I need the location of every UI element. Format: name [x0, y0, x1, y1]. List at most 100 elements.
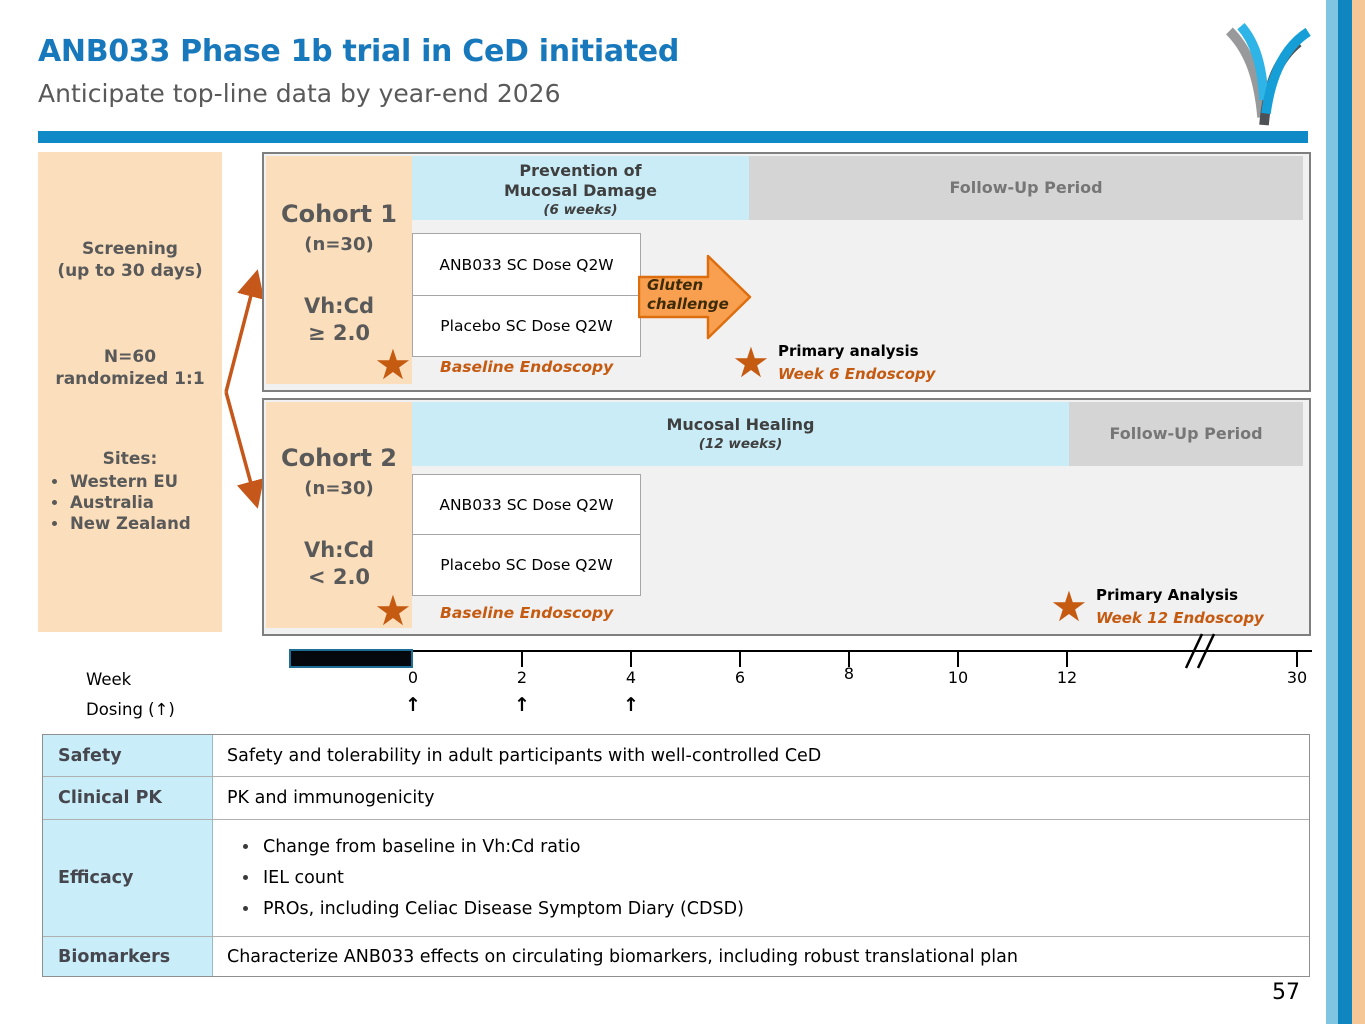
page-subtitle: Anticipate top-line data by year-end 202… — [38, 79, 561, 108]
tick-mark — [957, 652, 959, 667]
tick-label: 6 — [734, 668, 746, 687]
axis-break-icon — [1178, 630, 1224, 672]
bullet-text: Change from baseline in Vh:Cd ratio — [263, 836, 581, 857]
cohort2-size: (n=30) — [304, 478, 374, 499]
site-item: New Zealand — [52, 513, 191, 534]
cohort1-name: Cohort 1 — [280, 200, 398, 228]
screening-box: Screening (up to 30 days) N=60 randomize… — [38, 152, 222, 632]
randomization-arrows-icon — [218, 258, 266, 520]
tick-label: 12 — [1056, 668, 1078, 687]
cohort1-followup-bar: Follow-Up Period — [749, 156, 1303, 220]
screening-duration: (up to 30 days) — [57, 261, 203, 281]
gluten-line1: Gluten — [647, 276, 704, 294]
objectives-table: Safety Safety and tolerability in adult … — [42, 734, 1310, 977]
table-row-clinical-pk: Clinical PK PK and immunogenicity — [43, 777, 1309, 820]
page-title: ANB033 Phase 1b trial in CeD initiated — [38, 34, 680, 69]
row-content: PK and immunogenicity — [213, 777, 1309, 819]
bullet-text: IEL count — [263, 867, 344, 888]
tick-label: 10 — [947, 668, 969, 687]
dosing-axis-label: Dosing (↑) — [86, 700, 175, 719]
star-icon: ★ — [374, 586, 412, 635]
bullet-item: IEL count — [243, 863, 1309, 894]
cohort2-box: Cohort 2 (n=30) Vh:Cd < 2.0 — [266, 402, 412, 628]
page-number: 57 — [1272, 980, 1300, 1005]
cohort2-panel: Cohort 2 (n=30) Vh:Cd < 2.0 Mucosal Heal… — [262, 398, 1311, 636]
tick-mark — [521, 652, 523, 667]
cohort2-baseline-endoscopy-label: Baseline Endoscopy — [440, 604, 614, 622]
randomization-ratio: randomized 1:1 — [55, 369, 205, 389]
site-item: Australia — [52, 492, 154, 513]
gluten-challenge-arrow-icon: Gluten challenge — [637, 253, 754, 341]
row-content: Change from baseline in Vh:Cd ratio IEL … — [213, 820, 1309, 936]
cohort2-criterion: Vh:Cd — [303, 538, 375, 562]
tick-mark — [848, 652, 850, 667]
cohort2-treatment-period-bar: Mucosal Healing (12 weeks) — [412, 402, 1069, 466]
star-icon: ★ — [1050, 582, 1088, 631]
treatment-period-label: Mucosal Damage — [503, 181, 657, 200]
cohort1-criterion: Vh:Cd — [303, 294, 375, 318]
tick-label: 8 — [843, 664, 855, 683]
cohort1-arm1-box: ANB033 SC Dose Q2W — [412, 233, 641, 297]
cohort2-primary-analysis: Primary Analysis Week 12 Endoscopy — [1096, 584, 1264, 630]
gluten-line2: challenge — [647, 295, 729, 313]
edge-stripe-light-blue — [1326, 0, 1338, 1024]
edge-stripe-dark-blue — [1338, 0, 1352, 1024]
cohort2-followup-bar: Follow-Up Period — [1069, 402, 1303, 466]
row-label: Safety — [43, 735, 213, 776]
bullet-icon — [243, 843, 248, 849]
bullet-icon — [243, 905, 248, 911]
tick-mark — [739, 652, 741, 667]
tick-label: 4 — [625, 668, 637, 687]
cohort1-arm2-box: Placebo SC Dose Q2W — [412, 295, 641, 357]
site-item: Western EU — [52, 471, 178, 492]
edge-stripe-orange — [1352, 0, 1365, 1024]
cohort1-baseline-endoscopy-label: Baseline Endoscopy — [440, 358, 614, 376]
treatment-period-duration: (12 weeks) — [698, 436, 783, 452]
row-label: Biomarkers — [43, 937, 213, 976]
screening-period-bar — [289, 649, 413, 668]
randomization-n: N=60 — [103, 347, 157, 367]
cohort1-box: Cohort 1 (n=30) Vh:Cd ≥ 2.0 — [266, 156, 412, 384]
treatment-period-duration: (6 weeks) — [543, 202, 618, 218]
header-divider — [38, 131, 1308, 143]
cohort2-criterion-value: < 2.0 — [307, 565, 371, 589]
site-label: Western EU — [70, 472, 178, 491]
treatment-period-label: Mucosal Healing — [666, 415, 815, 434]
bullet-item: PROs, including Celiac Disease Symptom D… — [243, 894, 1309, 925]
bullet-item: Change from baseline in Vh:Cd ratio — [243, 832, 1309, 863]
cohort2-arm1-box: ANB033 SC Dose Q2W — [412, 474, 641, 536]
cohort1-size: (n=30) — [304, 234, 374, 255]
tick-mark — [630, 652, 632, 667]
row-label: Clinical PK — [43, 777, 213, 819]
bullet-icon — [243, 874, 248, 880]
dose-arrow-icon: ↑ — [514, 694, 530, 716]
primary-endoscopy-label: Week 6 Endoscopy — [778, 365, 936, 383]
tick-mark — [1296, 652, 1298, 667]
dose-arrow-icon: ↑ — [623, 694, 639, 716]
table-row-efficacy: Efficacy Change from baseline in Vh:Cd r… — [43, 820, 1309, 937]
row-content: Characterize ANB033 effects on circulati… — [213, 937, 1309, 976]
dose-arrow-icon: ↑ — [405, 694, 421, 716]
cohort2-name: Cohort 2 — [280, 444, 398, 472]
star-icon: ★ — [732, 338, 770, 387]
bullet-icon — [52, 500, 57, 505]
bullet-icon — [52, 479, 57, 484]
tick-label: 0 — [407, 668, 419, 687]
row-content: Safety and tolerability in adult partici… — [213, 735, 1309, 776]
site-label: Australia — [70, 493, 154, 512]
tick-label: 2 — [516, 668, 528, 687]
primary-analysis-label: Primary analysis — [778, 342, 919, 360]
primary-endoscopy-label: Week 12 Endoscopy — [1096, 609, 1264, 627]
table-row-safety: Safety Safety and tolerability in adult … — [43, 735, 1309, 777]
bullet-text: PROs, including Celiac Disease Symptom D… — [263, 898, 744, 919]
cohort1-primary-analysis: Primary analysis Week 6 Endoscopy — [778, 340, 935, 386]
gluten-challenge-label: Gluten challenge — [647, 276, 729, 314]
tick-mark — [1066, 652, 1068, 667]
cohort2-arm2-box: Placebo SC Dose Q2W — [412, 534, 641, 596]
row-label: Efficacy — [43, 820, 213, 936]
cohort1-criterion-value: ≥ 2.0 — [307, 321, 371, 345]
star-icon: ★ — [374, 340, 412, 389]
treatment-period-label: Prevention of — [519, 161, 642, 180]
company-logo-icon — [1216, 22, 1312, 132]
